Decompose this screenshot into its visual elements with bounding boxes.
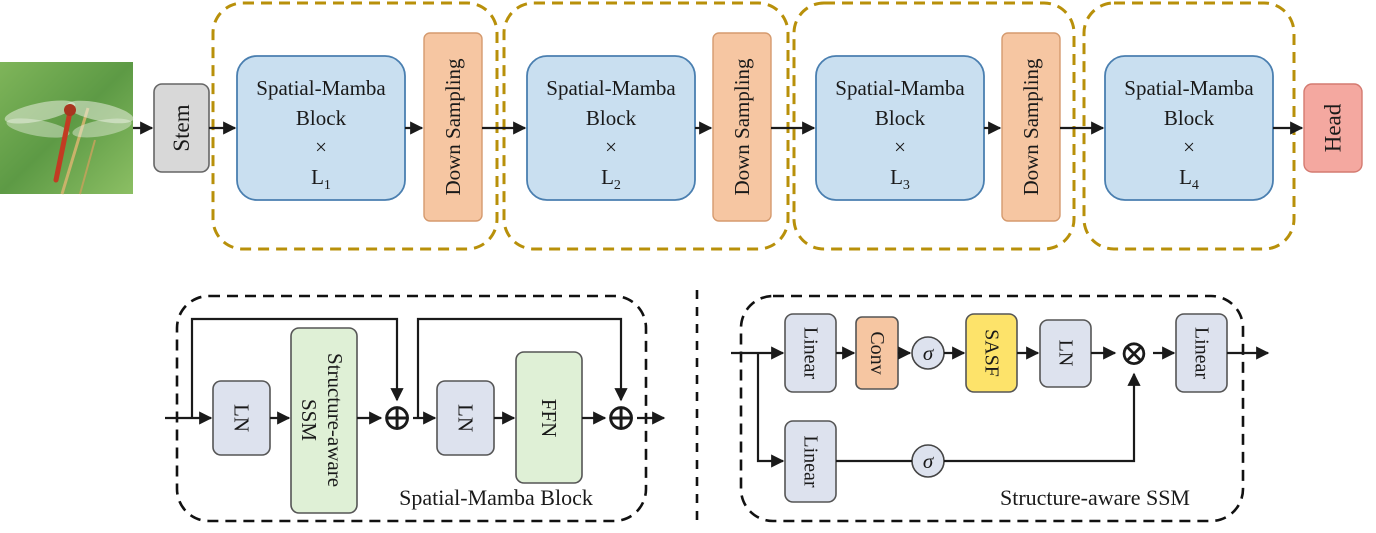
stage-3-times: × xyxy=(894,135,906,159)
ssm-linear-out: Linear xyxy=(1175,313,1228,393)
stage-3-depth: L xyxy=(890,165,903,189)
ssm-linear-bottom: Linear xyxy=(784,420,837,503)
stage-1-depth: L xyxy=(311,165,324,189)
ssm-linear-top: Linear xyxy=(784,313,837,393)
stage-3-line1: Spatial-Mamba xyxy=(835,76,965,100)
smb-add-1: ⊕ xyxy=(381,397,413,439)
svg-text:Linear: Linear xyxy=(800,327,822,380)
stage-1-group xyxy=(211,1,499,251)
ssm-sigma-bottom: σ xyxy=(911,444,945,478)
svg-text:L2: L2 xyxy=(601,165,621,193)
svg-text:L4: L4 xyxy=(1179,165,1199,193)
svg-text:LN: LN xyxy=(1055,340,1077,367)
stage-2-block: Spatial-Mamba Block × L2 xyxy=(526,55,696,201)
stage-1-depth-sub: 1 xyxy=(324,178,331,193)
ssm-conv: Conv xyxy=(855,316,899,390)
smb-ln1: LN xyxy=(212,380,271,456)
svg-text:FFN: FFN xyxy=(537,399,561,438)
stage-3-depth-sub: 3 xyxy=(903,178,910,193)
spatial-mamba-block-container xyxy=(175,294,648,523)
svg-text:L1: L1 xyxy=(311,165,331,193)
stage-4-line1: Spatial-Mamba xyxy=(1124,76,1254,100)
stage-2-depth-sub: 2 xyxy=(614,178,621,193)
svg-text:LN: LN xyxy=(454,404,478,432)
stage-3-down-sampling: Down Sampling xyxy=(1001,32,1061,222)
stage-2-line2: Block xyxy=(586,106,637,130)
stage-4-depth-sub: 4 xyxy=(1192,178,1199,193)
stage-2-down-sampling: Down Sampling xyxy=(712,32,772,222)
smb-ffn: FFN xyxy=(515,351,583,484)
ssm-title: Structure-aware SSM xyxy=(1000,485,1190,510)
svg-text:SSM: SSM xyxy=(297,399,321,441)
svg-text:Down Sampling: Down Sampling xyxy=(441,58,465,196)
smb-ln2: LN xyxy=(436,380,495,456)
ssm-sigma-top: σ xyxy=(911,336,945,370)
structure-aware-ssm-container xyxy=(739,294,1245,523)
stage-4-block: Spatial-Mamba Block × L4 xyxy=(1104,55,1274,201)
stage-4-line2: Block xyxy=(1164,106,1215,130)
svg-text:Down Sampling: Down Sampling xyxy=(730,58,754,196)
stage-3-group xyxy=(792,1,1076,251)
head-block: Head xyxy=(1303,83,1363,173)
svg-text:σ: σ xyxy=(923,449,935,473)
svg-text:σ: σ xyxy=(923,341,935,365)
svg-text:Linear: Linear xyxy=(1191,327,1213,380)
stage-2-group xyxy=(502,1,790,251)
ssm-edges xyxy=(731,346,1270,468)
stage-1-times: × xyxy=(315,135,327,159)
ssm-sasf: SASF xyxy=(965,313,1018,393)
stem-block: Stem xyxy=(153,83,210,173)
stage-1-block: Spatial-Mamba Block × L1 xyxy=(236,55,406,201)
svg-text:Linear: Linear xyxy=(800,435,822,488)
svg-text:Conv: Conv xyxy=(866,331,888,374)
svg-text:SASF: SASF xyxy=(981,329,1003,377)
stage-1-line2: Block xyxy=(296,106,347,130)
stage-4-times: × xyxy=(1183,135,1195,159)
stage-2-line1: Spatial-Mamba xyxy=(546,76,676,100)
svg-text:Structure-aware: Structure-aware xyxy=(323,353,347,487)
stage-3-block: Spatial-Mamba Block × L3 xyxy=(815,55,985,201)
smb-structure-aware-ssm: Structure-aware SSM xyxy=(290,327,358,514)
smb-add-2: ⊕ xyxy=(605,397,637,439)
ssm-multiply: ⊗ xyxy=(1119,333,1149,373)
ssm-ln: LN xyxy=(1039,319,1092,388)
smb-edges xyxy=(165,317,666,425)
stage-1-line1: Spatial-Mamba xyxy=(256,76,386,100)
smb-title: Spatial-Mamba Block xyxy=(399,485,593,510)
svg-text:Down Sampling: Down Sampling xyxy=(1019,58,1043,196)
stage-3-line2: Block xyxy=(875,106,926,130)
stage-2-times: × xyxy=(605,135,617,159)
stem-label: Stem xyxy=(169,104,194,151)
stage-4-depth: L xyxy=(1179,165,1192,189)
head-label: Head xyxy=(1321,103,1346,152)
dragonfly-input-image xyxy=(0,62,134,195)
stage-2-depth: L xyxy=(601,165,614,189)
stage-1-down-sampling: Down Sampling xyxy=(423,32,483,222)
svg-text:L3: L3 xyxy=(890,165,910,193)
svg-text:LN: LN xyxy=(230,404,254,432)
